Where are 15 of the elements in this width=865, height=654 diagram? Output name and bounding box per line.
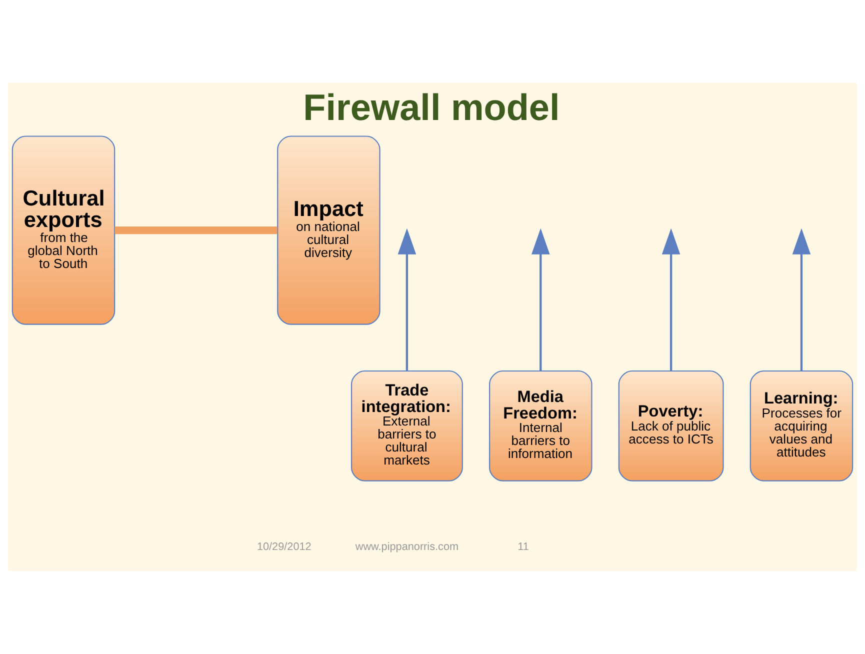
node-box: Media Freedom: Internal barriers to information (489, 370, 592, 482)
arrow (792, 228, 811, 371)
arrow (398, 228, 416, 371)
label: 10/29/2012 (256, 540, 312, 553)
node-box: Impact on national cultural diversity (277, 136, 380, 325)
arrow (532, 228, 550, 371)
node-box: Cultural exports from the global North to South (12, 136, 116, 325)
node-box: Learning: Processes for acquiring values and attitudes (750, 370, 854, 482)
diagram-title: Firewall model (303, 87, 560, 128)
node-box: Poverty: Lack of public access to ICTs (618, 370, 724, 482)
label: www.pippanorris.com (355, 540, 459, 553)
connector (114, 226, 278, 234)
label: 11 (518, 540, 529, 553)
arrow (662, 228, 680, 371)
node-box: Trade integration: External barriers to cultural markets (350, 370, 463, 482)
